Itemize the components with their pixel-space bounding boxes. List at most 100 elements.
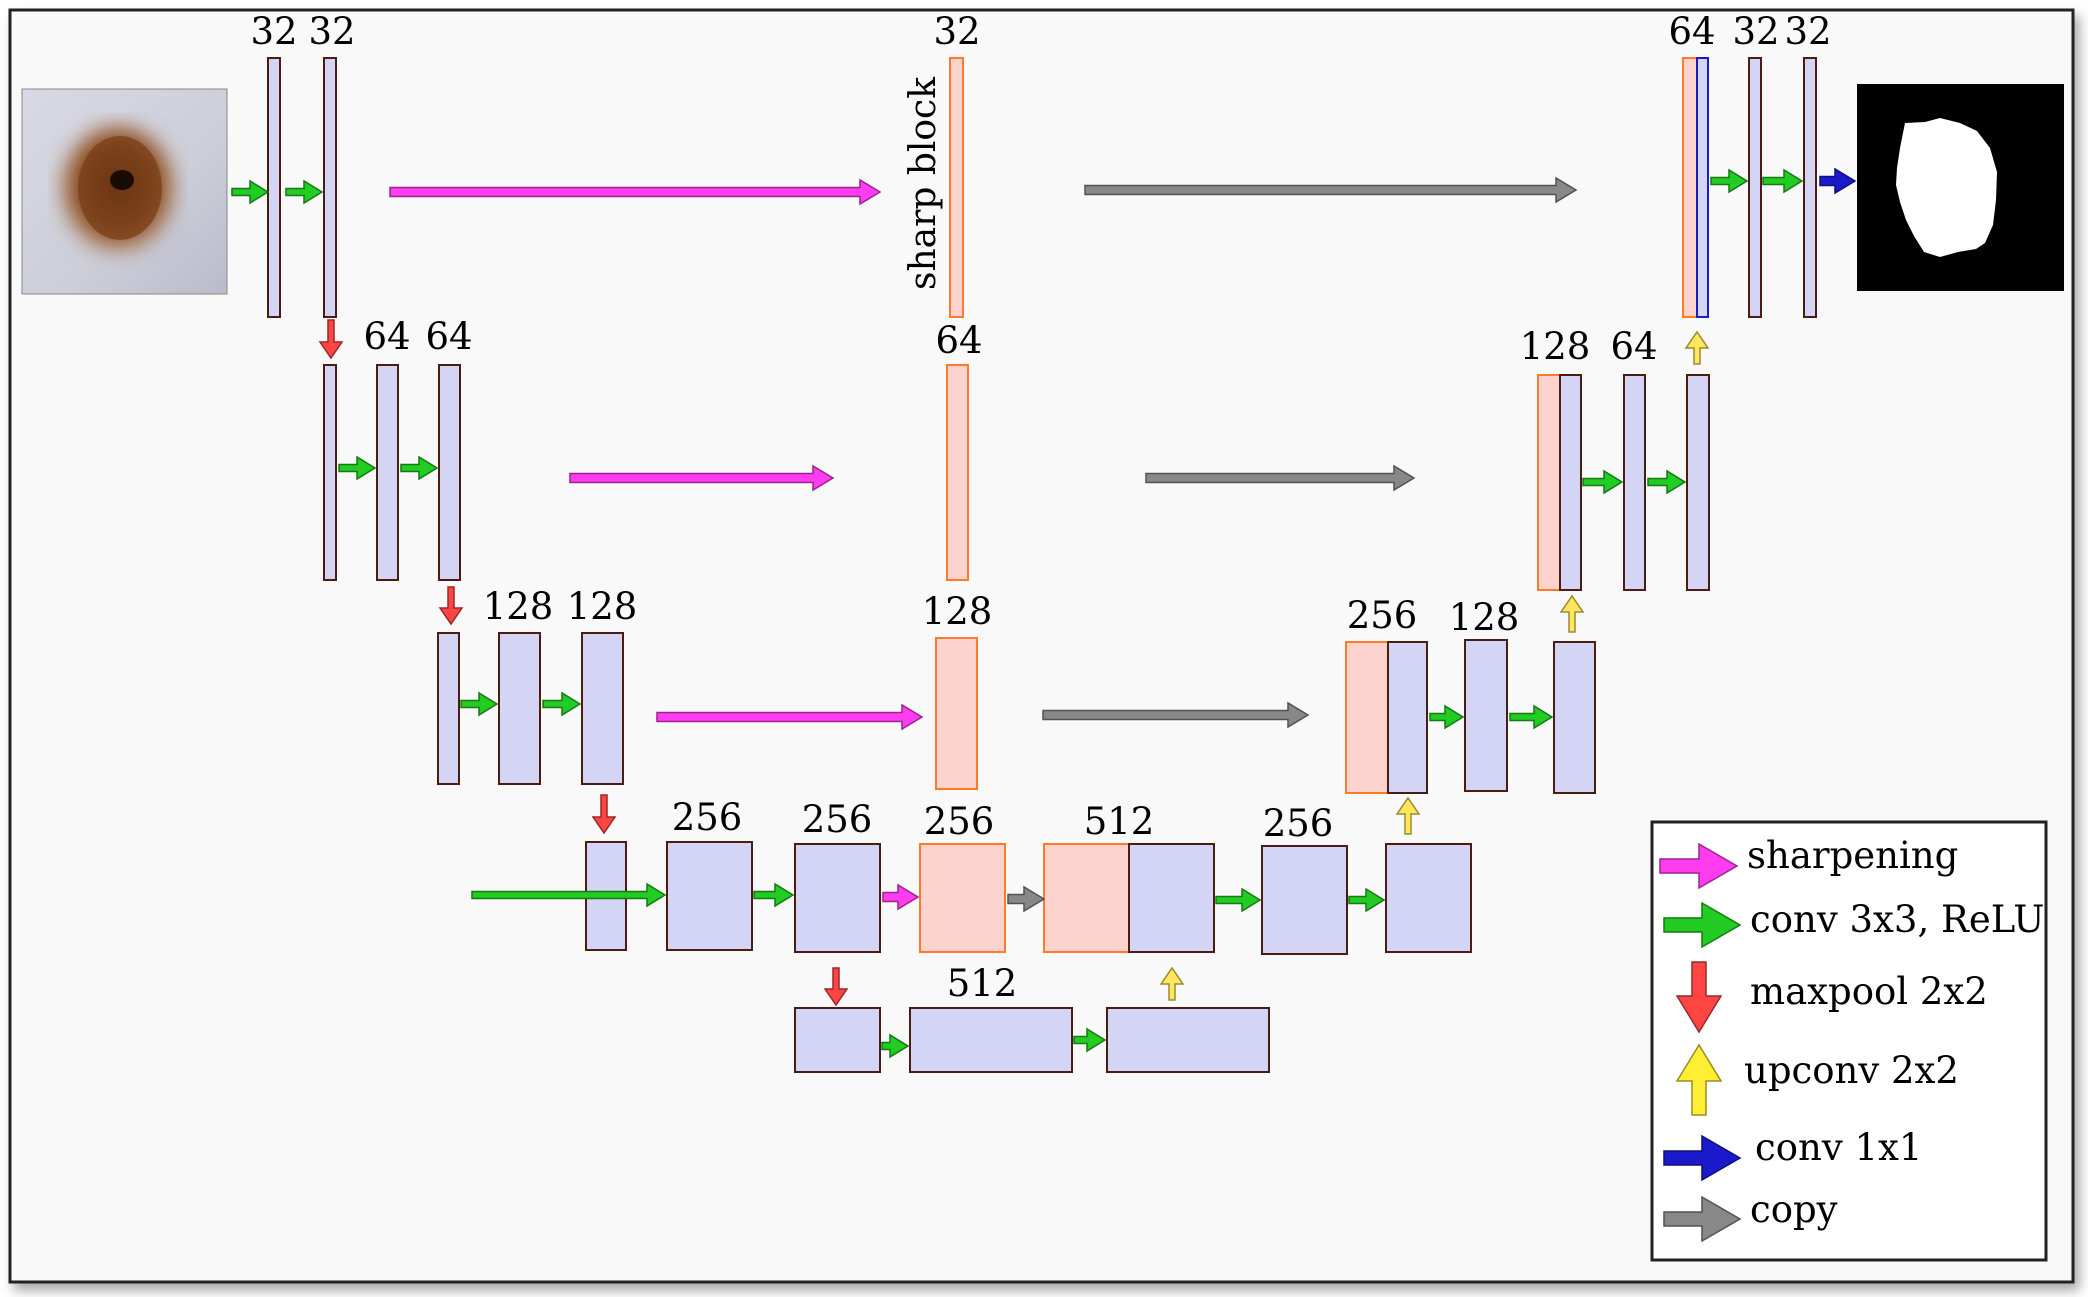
upconv-arrow-0 [1159, 966, 1185, 1001]
maxpool-arrow-3 [823, 967, 849, 1007]
legend-label-copy: copy [1750, 1188, 1838, 1231]
upconv-arrow-2 [1559, 594, 1585, 633]
sharpening-arrow-3 [882, 883, 920, 911]
fmap-l2-a [376, 364, 399, 581]
sharp-l4 [919, 843, 1006, 953]
conv-arrow-0 [231, 179, 270, 205]
fmap-l1-a [267, 57, 281, 318]
label-l4-conv2: 256 [802, 798, 873, 841]
conv-arrow-6 [471, 882, 667, 908]
maxpool-arrow-1 [438, 586, 464, 626]
legend: sharpening conv 3x3, ReLU maxpool 2x2 up… [1650, 820, 2048, 1262]
fmap-l3-dec-concat-up [1387, 641, 1428, 794]
label-l1-conv2: 32 [308, 10, 355, 53]
conv-arrow-12 [1429, 704, 1465, 730]
channel-labels: 32 32 32 64 32 32 64 64 64 128 64 128 12… [250, 10, 1831, 1005]
label-l1-dec-conv1: 32 [1732, 10, 1779, 53]
sharp-l3 [935, 637, 978, 790]
fmap-l2-dec-a [1623, 374, 1646, 591]
label-l1-dec-conv2: 32 [1784, 10, 1831, 53]
legend-upconv-icon [1675, 1043, 1723, 1116]
conv-arrow-8 [881, 1033, 910, 1059]
label-l1-dec-concat: 64 [1668, 10, 1715, 53]
sharp-l2 [946, 364, 969, 581]
copy-arrow-3 [1007, 885, 1046, 913]
fmap-l5-b [1106, 1007, 1270, 1073]
legend-conv1x1-icon [1663, 1134, 1742, 1182]
copy-arrow-1 [1145, 464, 1416, 492]
conv-arrow-5 [542, 691, 582, 717]
legend-maxpool-icon [1675, 961, 1723, 1034]
fmap-l4-dec-concat-up [1128, 843, 1215, 953]
legend-label-sharpening: sharpening [1747, 834, 1958, 877]
fmap-l1-dec-b [1803, 57, 1817, 318]
label-l3-conv2: 128 [567, 585, 638, 628]
maxpool-arrow-0 [318, 319, 344, 360]
upconv-arrow-3 [1684, 330, 1710, 365]
maxpool-arrow-2 [591, 794, 617, 835]
conv-arrow-9 [1073, 1027, 1107, 1053]
conv-arrow-17 [1762, 168, 1804, 194]
sharp-block-label: sharp block [903, 76, 944, 290]
upconv-arrow-1 [1395, 796, 1421, 835]
label-l2-dec-conv: 64 [1610, 325, 1657, 368]
fmap-l4-a [666, 841, 753, 951]
label-l5-conv: 512 [947, 962, 1018, 1005]
sharpening-arrow-2 [656, 703, 924, 731]
legend-label-upconv: upconv 2x2 [1744, 1049, 1959, 1092]
fmap-l4-dec-concat-sharp [1043, 843, 1130, 953]
label-l1-sharp: 32 [933, 10, 980, 53]
fmap-l3-dec-concat-sharp [1345, 641, 1389, 794]
fmap-l2-b [438, 364, 461, 581]
fmap-l4-dec-a [1261, 845, 1348, 955]
fmap-l2-dec-concat-up [1559, 374, 1582, 591]
fmap-l2-dec-b [1686, 374, 1710, 591]
conv-arrow-1 [285, 179, 324, 205]
conv-arrow-16 [1710, 168, 1749, 194]
sharp-l1 [949, 57, 964, 318]
legend-copy-icon [1663, 1195, 1742, 1243]
legend-label-maxpool: maxpool 2x2 [1750, 970, 1988, 1013]
label-l3-conv1: 128 [483, 585, 554, 628]
fmap-l3-dec-a [1464, 639, 1508, 792]
legend-arrows [1659, 842, 1742, 1243]
label-l2-dec-concat: 128 [1520, 325, 1591, 368]
conv-arrow-2 [338, 455, 377, 481]
fmap-l3-a [498, 632, 541, 785]
label-l2-conv1: 64 [363, 315, 410, 358]
conv-arrow-3 [400, 455, 439, 481]
fmap-l3-dec-b [1553, 641, 1596, 794]
conv-arrow-11 [1348, 887, 1386, 913]
conv-arrow-4 [460, 691, 499, 717]
output-mask-image [1857, 84, 2064, 291]
fmap-l2-pool [323, 364, 337, 581]
legend-label-conv3x3: conv 3x3, ReLU [1750, 898, 2044, 941]
label-l4-dec-conv: 256 [1263, 802, 1334, 845]
label-l4-sharp: 256 [924, 800, 995, 843]
fmap-l4-b [794, 843, 881, 953]
fmap-l5-pool [794, 1007, 881, 1073]
fmap-l4-dec-b [1385, 843, 1472, 953]
legend-conv-icon [1663, 901, 1742, 949]
copy-arrow-2 [1042, 701, 1310, 729]
fmap-l1-dec-concat-sharp [1682, 57, 1698, 318]
fmap-l5-a [909, 1007, 1073, 1073]
arrows [231, 167, 1857, 1059]
fmap-l3-b [581, 632, 624, 785]
input-lesion-image [21, 88, 228, 295]
label-l4-dec-concat: 512 [1084, 800, 1155, 843]
conv-arrow-7 [753, 882, 795, 908]
fmap-l1-b [323, 57, 337, 318]
fmap-l1-dec-a [1748, 57, 1762, 318]
conv-arrow-10 [1215, 887, 1262, 913]
sharpening-arrow-1 [569, 464, 835, 492]
sharpening-arrow-0 [389, 178, 882, 206]
legend-label-conv1x1: conv 1x1 [1755, 1126, 1922, 1169]
conv1x1-arrow [1819, 167, 1857, 195]
fmap-l1-dec-concat-up [1696, 57, 1709, 318]
fmap-l3-pool [437, 632, 460, 785]
conv-arrow-14 [1582, 469, 1624, 495]
label-l2-sharp: 64 [935, 319, 982, 362]
label-l1-conv1: 32 [250, 10, 297, 53]
